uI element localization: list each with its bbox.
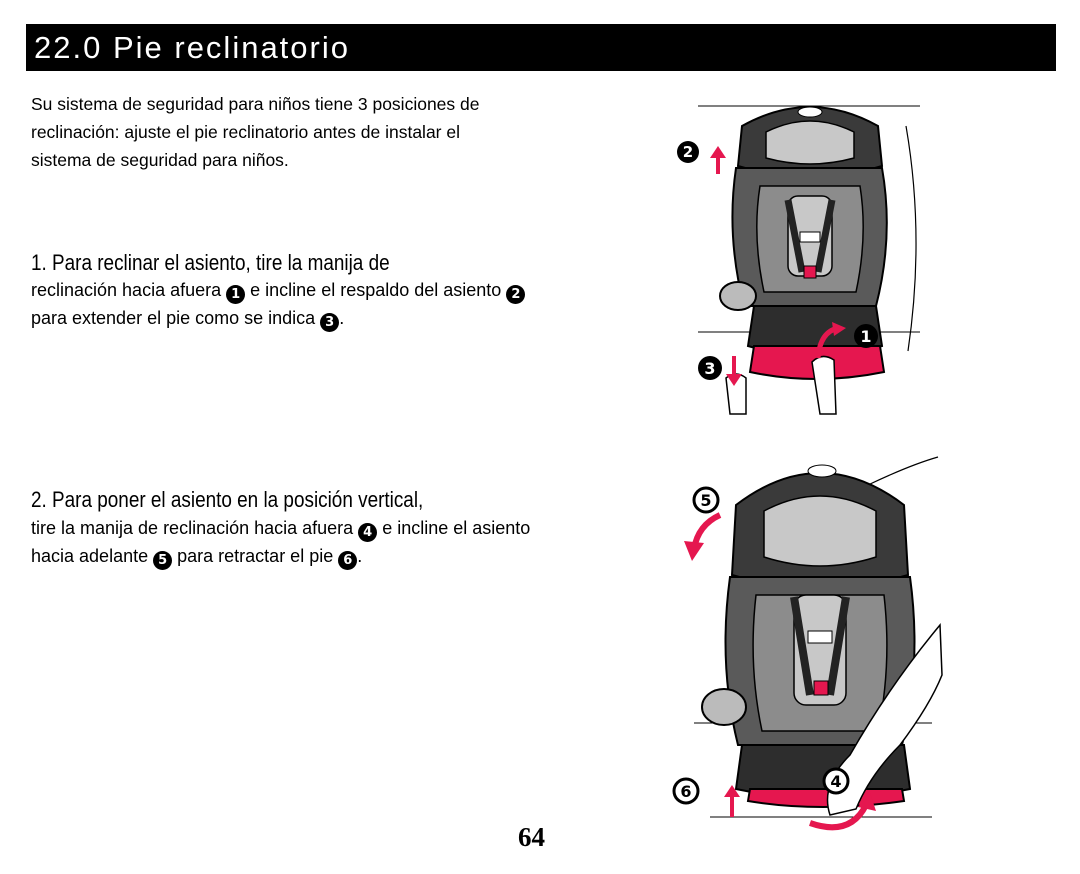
cup-holder — [719, 281, 757, 311]
figure2-label-6: 6 — [672, 777, 700, 805]
figure1-label-2: 2 — [677, 141, 699, 163]
step1-body: reclinación hacia afuera 1 e incline el … — [31, 276, 551, 332]
step2-heading: 2. Para poner el asiento en la posición … — [31, 487, 424, 512]
step2-text-3: para retractar el pie — [177, 546, 334, 566]
intro-paragraph: Su sistema de seguridad para niños tiene… — [31, 94, 480, 170]
step1-text-2: e incline el respaldo del asiento — [250, 280, 502, 300]
step2-marker-4: 4 — [358, 523, 378, 542]
figure-recline-seat: 2 1 3 — [670, 96, 940, 416]
section-title: 22.0 Pie reclinatorio — [34, 30, 350, 65]
svg-text:6: 6 — [680, 782, 691, 801]
step1-text-1: reclinación hacia afuera — [31, 280, 222, 300]
figure1-label-3: 3 — [698, 356, 722, 380]
svg-text:4: 4 — [830, 772, 841, 791]
step1-marker-3: 3 — [320, 313, 340, 332]
svg-text:1: 1 — [860, 327, 871, 346]
svg-text:5: 5 — [700, 491, 711, 510]
section-title-bar: 22.0 Pie reclinatorio — [26, 24, 1056, 71]
step2-text-4: . — [357, 546, 363, 566]
step2-marker-5: 5 — [153, 551, 173, 570]
figure2-label-4: 4 — [822, 767, 850, 795]
figure2-label-5: 5 — [692, 486, 720, 514]
step2-body: tire la manija de reclinación hacia afue… — [31, 514, 551, 570]
step2-text-1: tire la manija de reclinación hacia afue… — [31, 518, 354, 538]
page-number: 64 — [518, 822, 545, 852]
step1-text-3: para extender el pie como se indica — [31, 308, 316, 328]
svg-text:3: 3 — [704, 359, 715, 378]
step1-marker-2: 2 — [506, 285, 526, 304]
cup-holder — [701, 688, 747, 726]
figure-upright-seat: 5 4 6 — [670, 445, 950, 840]
figure1-label-1: 1 — [854, 324, 878, 348]
recline-foot — [746, 788, 906, 808]
step2-marker-6: 6 — [338, 551, 358, 570]
step1-heading: 1. Para reclinar el asiento, tire la man… — [31, 250, 390, 275]
arrow-pull-icon — [809, 803, 869, 831]
svg-text:2: 2 — [683, 143, 693, 161]
step1-text-4: . — [339, 308, 345, 328]
step2-text-2: e incline el asiento hacia adelante — [31, 518, 531, 566]
step1-marker-1: 1 — [226, 285, 246, 304]
